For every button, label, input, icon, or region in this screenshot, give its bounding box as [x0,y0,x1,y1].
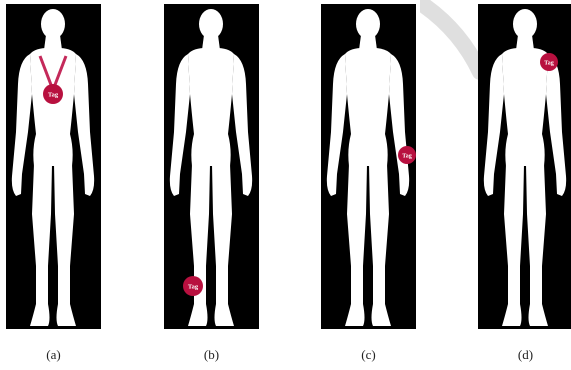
tag-label: Tag [544,61,553,67]
human-silhouette: Tag [164,4,259,329]
tag-label: Tag [188,284,199,291]
caption-a: (a) [6,347,101,363]
caption-b: (b) [164,347,259,363]
tag-label: Tag [402,154,411,160]
caption-d: (d) [478,347,571,363]
panel-d-shoulder-tag: Tag [478,4,571,329]
human-silhouette: Tag [6,4,101,329]
human-silhouette: Tag [321,4,416,329]
panel-c-wrist-tag: Tag [321,4,416,329]
panel-a-chest-tag: Tag [6,4,101,329]
caption-c: (c) [321,347,416,363]
panel-b-ankle-tag: Tag [164,4,259,329]
human-silhouette: Tag [478,4,571,329]
tag-label: Tag [48,92,59,99]
